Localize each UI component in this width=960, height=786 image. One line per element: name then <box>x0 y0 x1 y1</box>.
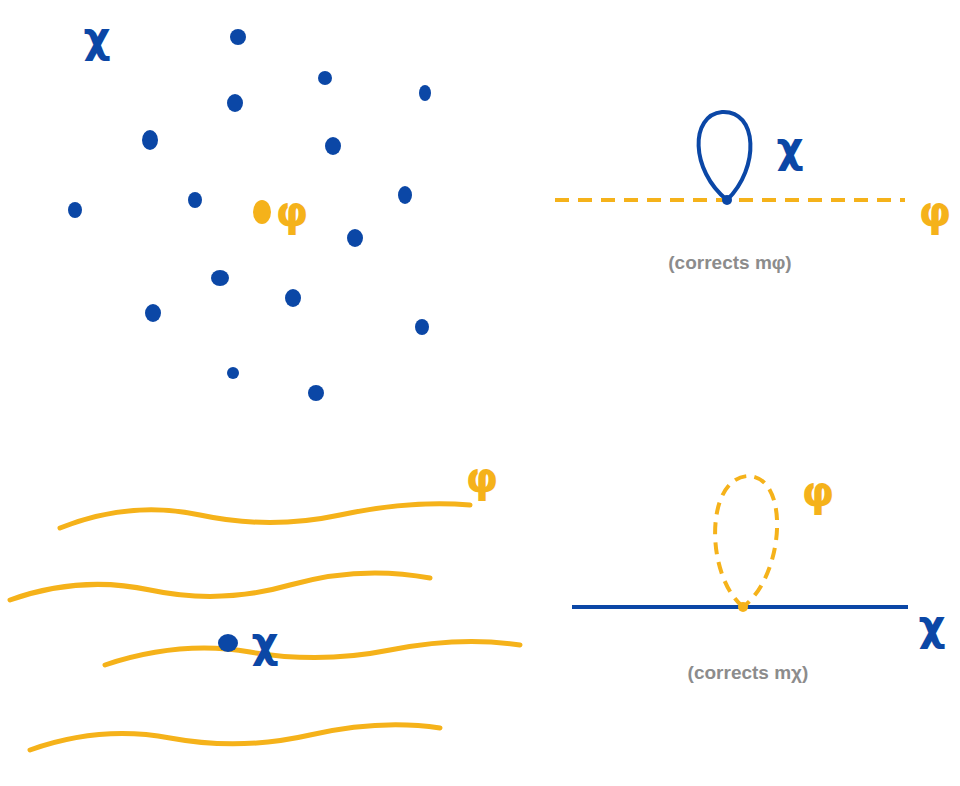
field-label: φ <box>466 457 499 499</box>
chi-dots <box>68 29 431 401</box>
loop-label: χ <box>776 127 803 169</box>
vertex <box>722 195 732 205</box>
caption-note: (corrects mχ) <box>688 663 809 682</box>
phi-loop <box>715 476 777 607</box>
line-label: χ <box>918 605 945 647</box>
phi-dot <box>253 200 271 224</box>
field-label: χ <box>251 622 278 664</box>
loop-label: φ <box>802 471 835 513</box>
vertex <box>738 602 748 612</box>
field-label: φ <box>276 191 309 233</box>
chi-loop <box>699 112 751 200</box>
field-label: χ <box>83 17 110 59</box>
caption-note: (corrects mφ) <box>668 253 791 272</box>
line-label: φ <box>919 191 952 233</box>
chi-dot <box>218 634 238 652</box>
phi-waves <box>10 504 520 750</box>
